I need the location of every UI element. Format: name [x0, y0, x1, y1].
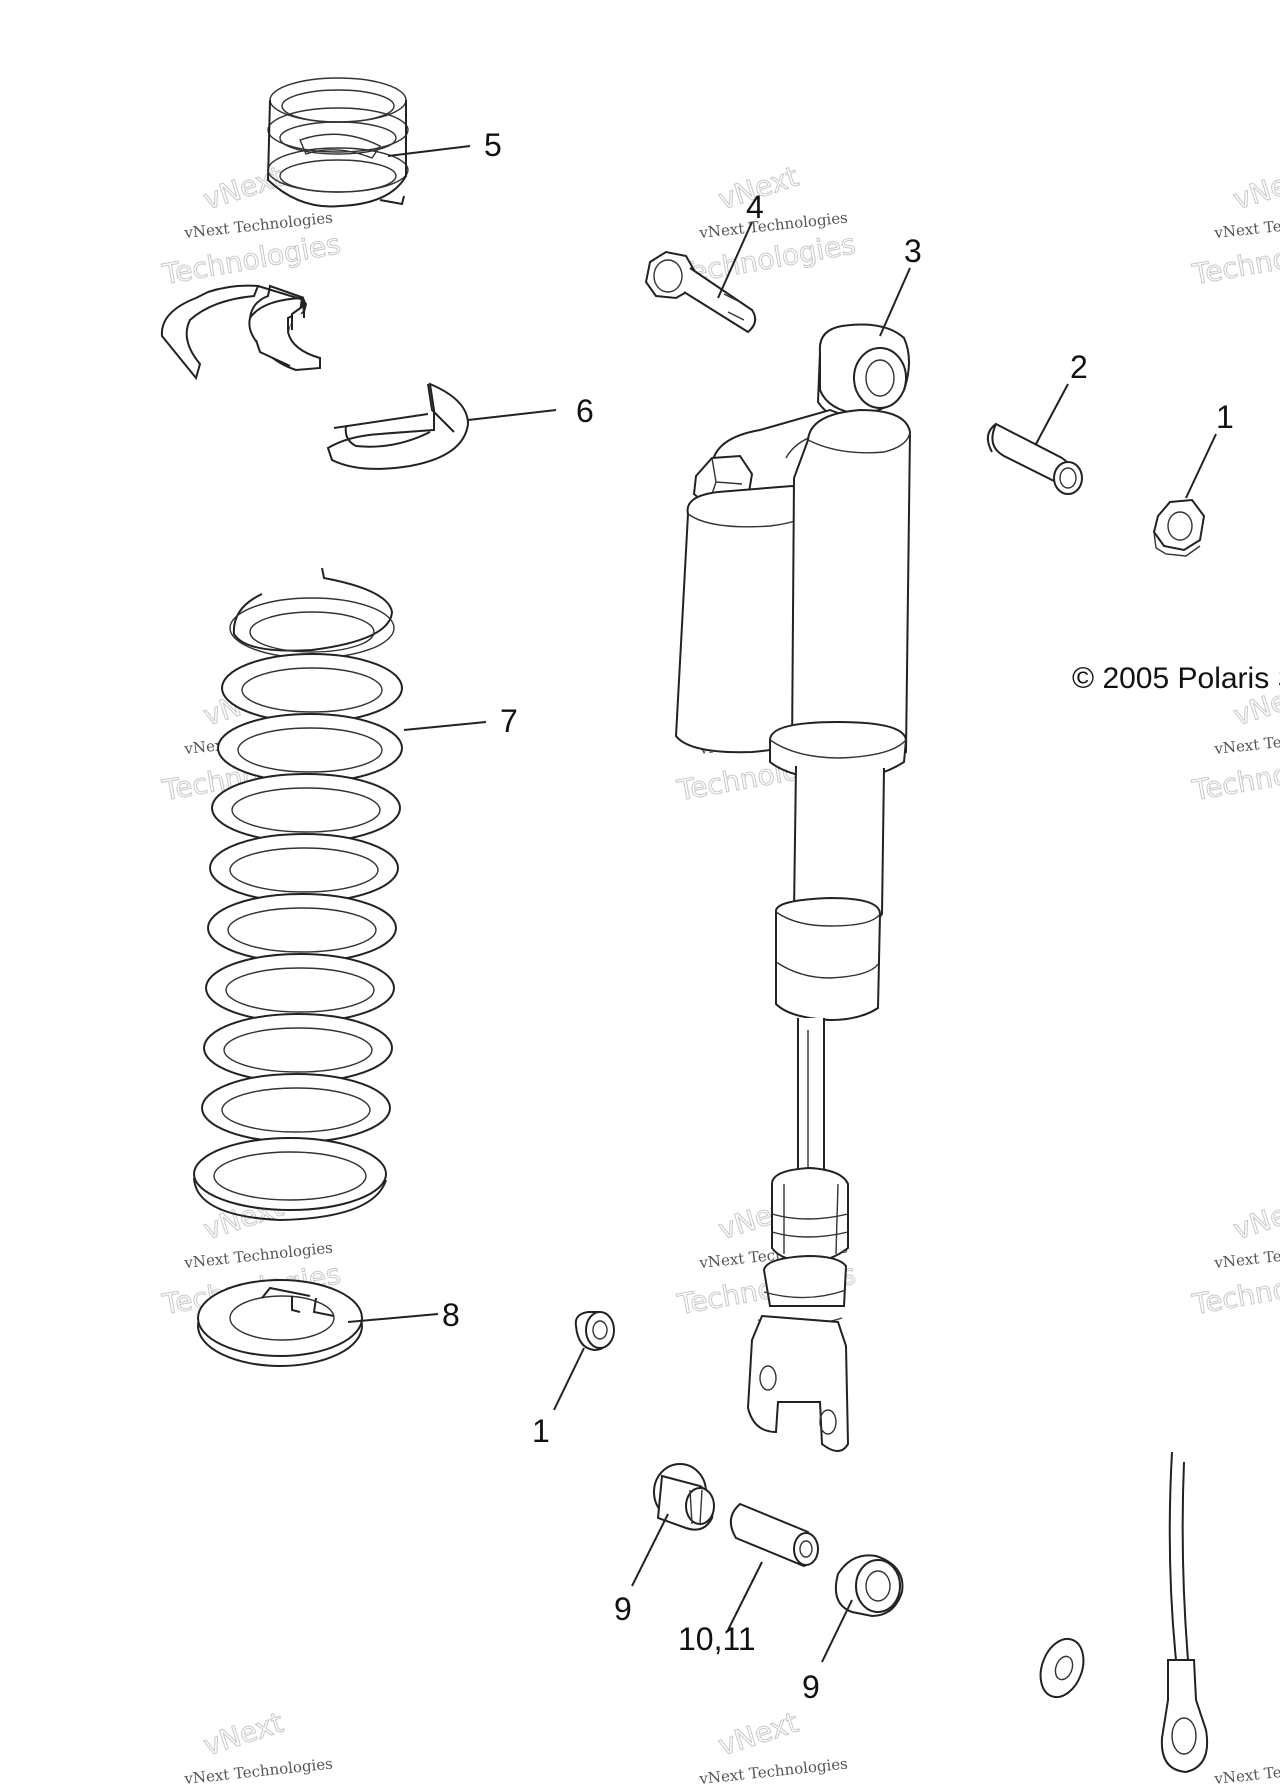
washer-part [1039, 1637, 1085, 1699]
svg-text:vNext: vNext [1229, 1190, 1280, 1247]
callout-9-right: 9 [802, 1669, 820, 1705]
watermark: vNext vNext Technologies Technologies [1189, 1189, 1280, 1322]
callout-1-top: 1 [1216, 399, 1234, 435]
svg-text:vNext Technologies: vNext Technologies [183, 1755, 334, 1789]
callout-5: 5 [484, 127, 502, 163]
callout-1-bottom: 1 [532, 1413, 550, 1449]
main-coil-spring-part [193, 567, 403, 1222]
spring-retainer-half-upper [160, 284, 321, 381]
svg-text:vNext: vNext [199, 1706, 287, 1763]
nut-part-top [1152, 498, 1206, 557]
svg-text:vNext Technologies: vNext Technologies [698, 1755, 849, 1789]
watermark: vNext vNext Technologies Technologies [1189, 159, 1280, 292]
bushing-part-right [834, 1554, 904, 1618]
callout-3: 3 [904, 233, 922, 269]
bolt-part [644, 250, 757, 334]
svg-text:vNext: vNext [199, 160, 287, 217]
callout-4: 4 [746, 189, 764, 225]
nut-part-bottom [574, 1311, 615, 1352]
svg-text:vNext: vNext [714, 1706, 802, 1763]
spring-retainer-half-lower [326, 382, 470, 470]
watermark: vNext vNext Technologies [183, 1705, 334, 1789]
sleeve-part-bottom [729, 1502, 819, 1568]
shock-absorber-part [674, 323, 912, 1452]
callout-9-left: 9 [614, 1591, 632, 1627]
svg-text:vNext: vNext [1229, 160, 1280, 217]
watermark: vNext Technologies [1213, 1755, 1280, 1789]
callout-10-11: 10,11 [678, 1621, 756, 1657]
copyright-text: © 2005 Polaris S [1072, 662, 1280, 695]
watermark: vNext vNext Technologies Technologies [159, 159, 344, 292]
cable-end-part [1160, 1451, 1208, 1774]
watermark: vNext vNext Technologies Technologies [674, 159, 859, 292]
watermark: vNext vNext Technologies [698, 1705, 849, 1789]
svg-text:vNext Technologies: vNext Technologies [1213, 1755, 1280, 1789]
callout-7: 7 [500, 703, 518, 739]
callout-6: 6 [576, 393, 594, 429]
spring-seat-part [197, 1279, 363, 1367]
sleeve-part [986, 422, 1083, 495]
bushing-part-left [653, 1463, 715, 1531]
callout-2: 2 [1070, 349, 1088, 385]
leader-lines [347, 145, 1217, 1663]
watermark: vNext vNext Technologies Technologies [1189, 675, 1280, 808]
callout-8: 8 [442, 1297, 460, 1333]
helper-spring-part [266, 77, 409, 208]
